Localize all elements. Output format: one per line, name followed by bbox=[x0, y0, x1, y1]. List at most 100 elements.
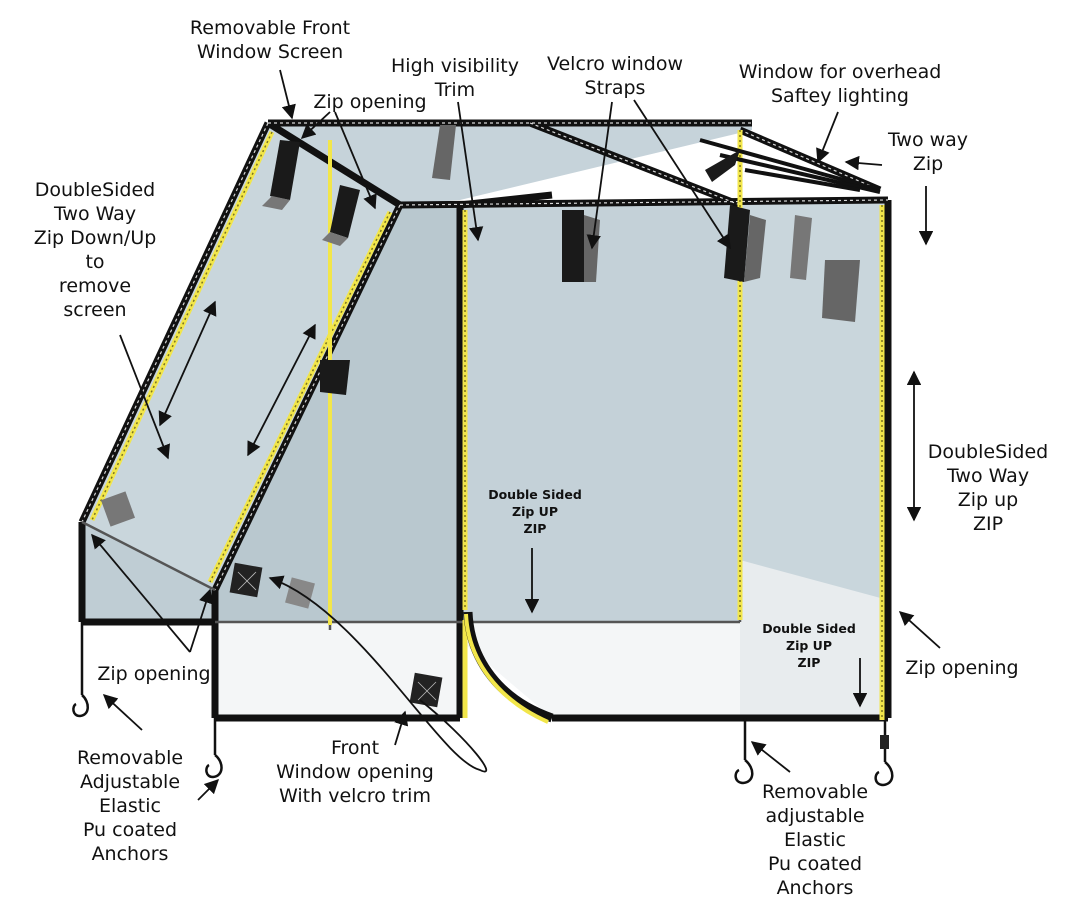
velcro-strap-icon bbox=[330, 185, 360, 238]
velcro-strap-icon bbox=[724, 205, 750, 282]
label-line: Zip opening bbox=[313, 91, 427, 113]
pointer-arrow-icon bbox=[91, 533, 191, 653]
pointer-arrow-icon bbox=[633, 99, 731, 250]
velcro-strap-icon bbox=[270, 140, 300, 200]
label-line: Removable Front bbox=[189, 17, 351, 39]
label-high-visibility-trim: High visibility Trim bbox=[380, 54, 530, 102]
label-line: Velcro window bbox=[546, 53, 684, 75]
label-line: Double Sided bbox=[488, 487, 582, 502]
label-line: Elastic bbox=[783, 829, 846, 851]
label-line: With velcro trim bbox=[279, 785, 431, 807]
overhead-window bbox=[699, 138, 881, 194]
label-removable-front-screen: Removable Front Window Screen bbox=[170, 16, 370, 64]
label-double-sided-center: Double Sided Zip UP ZIP bbox=[470, 486, 600, 537]
double-arrow-left bbox=[158, 300, 217, 427]
label-line: Two Way bbox=[53, 203, 137, 225]
label-line: Two Way bbox=[946, 465, 1030, 487]
double-arrow-right bbox=[247, 323, 316, 457]
label-line: Zip bbox=[912, 153, 944, 175]
label-line: Anchors bbox=[776, 877, 854, 899]
label-line: Zip Down/Up bbox=[33, 227, 157, 249]
label-window-overhead-lighting: Window for overhead Saftey lighting bbox=[720, 60, 960, 108]
pointer-arrow-icon bbox=[586, 101, 613, 250]
pointer-arrow-icon bbox=[457, 101, 484, 242]
label-line: Window Screen bbox=[196, 41, 344, 63]
label-line: Removable bbox=[761, 781, 869, 803]
label-line: Anchors bbox=[91, 843, 169, 865]
anchor-hook-icon bbox=[72, 694, 89, 718]
inner-back-wall bbox=[215, 205, 460, 622]
door-zipper-curve bbox=[463, 611, 554, 723]
pointer-arrow-icon bbox=[300, 111, 331, 139]
label-line: ZIP bbox=[797, 655, 821, 670]
label-line: High visibility bbox=[391, 55, 519, 77]
label-zip-opening-right: Zip opening bbox=[892, 656, 1032, 680]
velcro-strap-icon bbox=[562, 210, 584, 282]
label-line: Trim bbox=[434, 79, 476, 101]
velcro-patches bbox=[100, 491, 443, 708]
pointer-arrow-icon bbox=[334, 111, 377, 210]
label-line: ZIP bbox=[972, 513, 1004, 535]
pointer-arrow-icon bbox=[119, 334, 170, 460]
front-lower-left-wall bbox=[215, 622, 460, 718]
anchor-hook-icon bbox=[734, 759, 754, 785]
pointer-arrow-icon bbox=[102, 694, 143, 731]
label-zip-opening-top: Zip opening bbox=[300, 90, 440, 114]
label-line: Zip up bbox=[957, 489, 1019, 511]
left-side-wall bbox=[82, 522, 215, 622]
front-main-wall bbox=[460, 205, 740, 622]
pointer-arrow-icon bbox=[898, 611, 941, 649]
pointer-arrow-icon bbox=[394, 710, 409, 746]
velcro-straps bbox=[262, 125, 860, 395]
label-two-way-zip: Two way Zip bbox=[868, 128, 988, 176]
label-doublesided-left: DoubleSided Two Way Zip Down/Up to remov… bbox=[20, 178, 170, 322]
label-line: adjustable bbox=[765, 805, 865, 827]
roof-rear-panel bbox=[268, 123, 752, 205]
label-anchors-right: Removable adjustable Elastic Pu coated A… bbox=[740, 780, 890, 900]
label-line: Adjustable bbox=[79, 771, 181, 793]
label-zip-opening-left: Zip opening bbox=[84, 662, 224, 686]
label-front-window-opening: Front Window opening With velcro trim bbox=[255, 736, 455, 808]
label-anchors-left: Removable Adjustable Elastic Pu coated A… bbox=[60, 746, 200, 866]
label-line: screen bbox=[63, 299, 127, 321]
label-line: Straps bbox=[584, 77, 646, 99]
label-line: Saftey lighting bbox=[771, 85, 909, 107]
label-line: Front bbox=[330, 737, 380, 759]
pointer-arrow-icon bbox=[279, 69, 296, 120]
label-line: remove bbox=[58, 275, 132, 297]
label-line: Zip opening bbox=[905, 657, 1019, 679]
pointer-arrow-icon bbox=[844, 155, 883, 171]
label-line: Two way bbox=[887, 129, 969, 151]
label-line: Elastic bbox=[98, 795, 161, 817]
label-line: Zip UP bbox=[786, 638, 832, 653]
label-line: Zip opening bbox=[97, 663, 211, 685]
velcro-patch-icon bbox=[100, 491, 136, 527]
label-doublesided-right: DoubleSided Two Way Zip up ZIP bbox=[918, 440, 1058, 536]
velcro-strap-icon bbox=[432, 125, 456, 180]
tent-floor bbox=[460, 622, 740, 718]
anchor-hook-icon bbox=[205, 754, 223, 779]
label-line: Pu coated bbox=[82, 819, 178, 841]
label-double-sided-right: Double Sided Zip UP ZIP bbox=[744, 620, 874, 671]
front-screen-panel bbox=[82, 123, 400, 590]
label-line: to bbox=[85, 251, 105, 273]
label-line: Zip UP bbox=[512, 504, 558, 519]
pointer-arrow-icon bbox=[197, 778, 220, 801]
pointer-arrow-icon bbox=[816, 111, 839, 164]
pointer-arrow-icon bbox=[189, 588, 213, 653]
label-line: Double Sided bbox=[762, 621, 856, 636]
pointer-arrows bbox=[91, 69, 941, 801]
pointer-arrow-icon bbox=[750, 741, 791, 773]
label-line: DoubleSided bbox=[927, 441, 1049, 463]
label-line: ZIP bbox=[523, 521, 547, 536]
label-line: DoubleSided bbox=[34, 179, 156, 201]
label-line: Window for overhead bbox=[738, 61, 942, 83]
label-line: Removable bbox=[76, 747, 184, 769]
label-velcro-window-straps: Velcro window Straps bbox=[540, 52, 690, 100]
anchor-hooks bbox=[72, 622, 894, 787]
label-line: Window opening bbox=[276, 761, 434, 783]
label-line: Pu coated bbox=[767, 853, 863, 875]
window-loop-arrow bbox=[268, 575, 487, 773]
